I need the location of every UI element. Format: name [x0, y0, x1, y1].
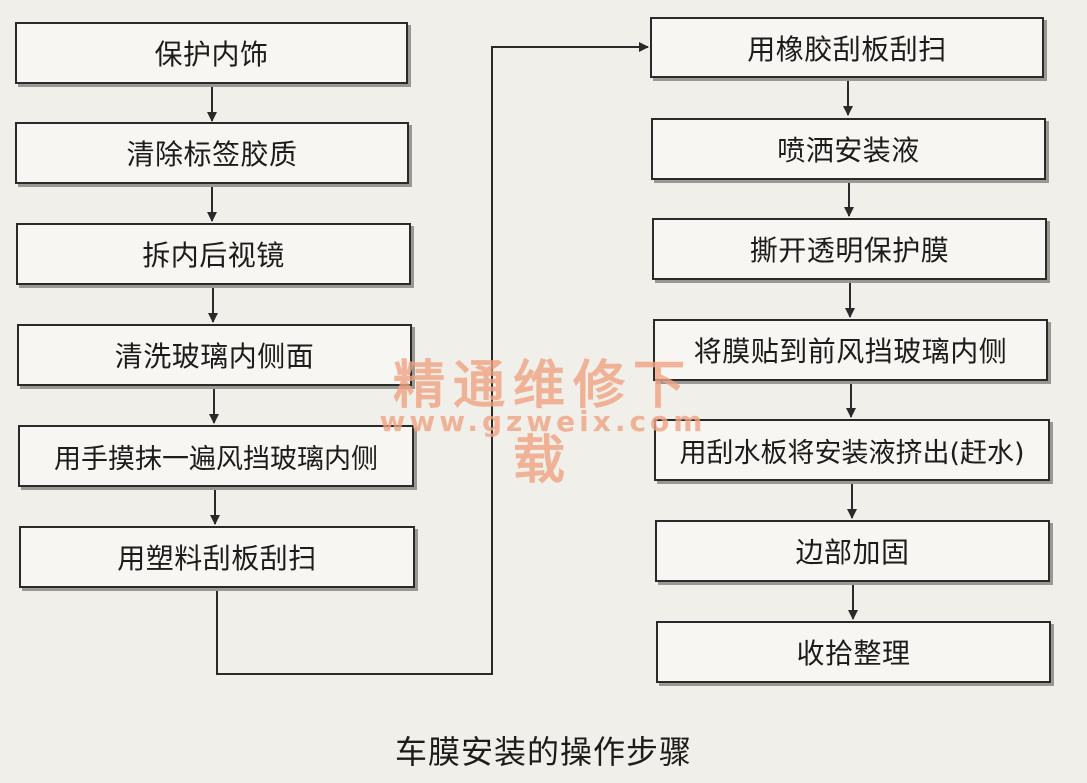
- step-edge-reinforce: 边部加固: [655, 520, 1050, 582]
- step-squeeze-out-liquid: 用刮水板将安装液挤出(赶水): [654, 419, 1050, 481]
- step-peel-protective-film: 撕开透明保护膜: [652, 218, 1047, 280]
- step-rubber-scraper: 用橡胶刮板刮扫: [650, 17, 1044, 78]
- step-plastic-scraper: 用塑料刮板刮扫: [19, 526, 415, 588]
- step-spray-install-liquid: 喷洒安装液: [651, 118, 1046, 180]
- step-remove-rearview-mirror: 拆内后视镜: [16, 223, 411, 285]
- step-protect-interior: 保护内饰: [15, 22, 408, 84]
- arrow-connector-columns: [216, 42, 649, 675]
- step-remove-label-glue: 清除标签胶质: [15, 122, 409, 184]
- figure-caption: 车膜安装的操作步骤: [394, 733, 692, 771]
- step-tidy-up: 收拾整理: [656, 621, 1051, 683]
- step-apply-film-windshield: 将膜贴到前风挡玻璃内侧: [653, 319, 1048, 381]
- step-wipe-windshield-inside: 用手摸抹一遍风挡玻璃内侧: [18, 425, 414, 487]
- step-clean-glass-inside: 清洗玻璃内侧面: [17, 324, 412, 386]
